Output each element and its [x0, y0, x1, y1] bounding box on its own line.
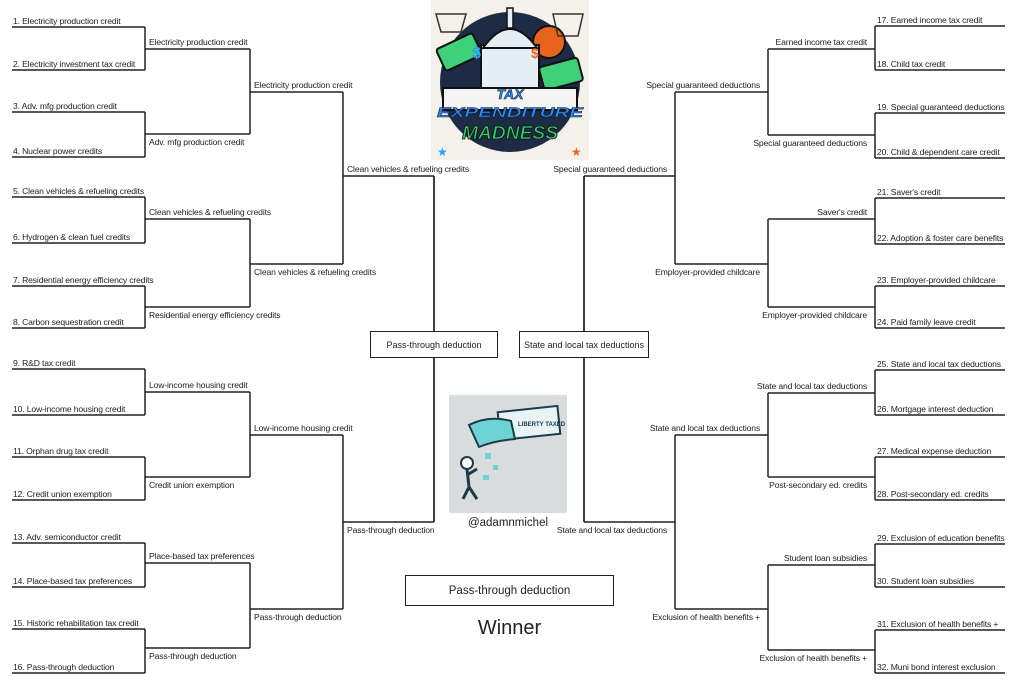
left-round1-entry: 16. Pass-through deduction	[13, 662, 115, 672]
left-round1-entry: 7. Residential energy efficiency credits	[13, 275, 154, 285]
left-round1-entry: 1. Electricity production credit	[13, 16, 121, 26]
winner-label: Winner	[477, 617, 542, 639]
author-handle: @adamnmichel	[467, 517, 549, 529]
left-round4-entry: Clean vehicles & refueling credits	[347, 164, 469, 174]
svg-text:TAX: TAX	[497, 86, 526, 102]
right-round3-entry: Exclusion of health benefits +	[652, 612, 760, 622]
right-round1-entry: 19. Special guaranteed deductions	[877, 102, 1005, 112]
svg-text:EXPENDITURE: EXPENDITURE	[437, 104, 584, 120]
right-round2-entry: Saver's credit	[817, 207, 867, 217]
right-round1-entry: 32. Muni bond interest exclusion	[877, 662, 996, 672]
right-round1-entry: 25. State and local tax deductions	[877, 359, 1001, 369]
left-round1-entry: 5. Clean vehicles & refueling credits	[13, 186, 145, 196]
svg-text:★: ★	[437, 145, 448, 159]
left-round1-entry: 2. Electricity investment tax credit	[13, 59, 136, 69]
right-round2-entry: Special guaranteed deductions	[753, 138, 867, 148]
left-round3-entry: Low-income housing credit	[254, 423, 353, 433]
right-finalist-box: State and local tax deductions	[519, 331, 649, 358]
right-round1-entry: 21. Saver's credit	[877, 187, 941, 197]
right-round1-entry: 24. Paid family leave credit	[877, 317, 976, 327]
svg-text:MADNESS: MADNESS	[462, 123, 558, 143]
left-round2-entry: Clean vehicles & refueling credits	[149, 207, 271, 217]
right-round4-entry: State and local tax deductions	[556, 525, 667, 535]
champion-box: Pass-through deduction	[405, 575, 614, 606]
left-round1-entry: 11. Orphan drug tax credit	[13, 446, 109, 456]
left-round2-entry: Pass-through deduction	[149, 651, 237, 661]
right-round1-entry: 17. Earned income tax credit	[877, 15, 983, 25]
left-round1-entry: 13. Adv. semiconductor credit	[13, 532, 121, 542]
right-round1-entry: 26. Mortgage interest deduction	[877, 404, 994, 414]
right-round1-entry: 31. Exclusion of health benefits +	[877, 619, 999, 629]
left-round2-entry: Electricity production credit	[149, 37, 248, 47]
left-round1-entry: 15. Historic rehabilitation tax credit	[13, 618, 139, 628]
left-round1-entry: 14. Place-based tax preferences	[13, 576, 133, 586]
left-round3-entry: Clean vehicles & refueling credits	[254, 267, 376, 277]
right-round2-entry: Exclusion of health benefits +	[759, 653, 867, 663]
right-round1-entry: 30. Student loan subsidies	[877, 576, 974, 586]
right-round1-entry: 20. Child & dependent care credit	[877, 147, 1000, 157]
left-round2-entry: Credit union exemption	[149, 480, 235, 490]
left-round1-entry: 3. Adv. mfg production credit	[13, 101, 117, 111]
left-round2-entry: Place-based tax preferences	[149, 551, 255, 561]
left-round4-entry: Pass-through deduction	[347, 525, 435, 535]
left-round1-entry: 4. Nuclear power credits	[13, 146, 103, 156]
left-round2-entry: Low-income housing credit	[149, 380, 248, 390]
svg-text:$: $	[472, 45, 481, 62]
left-round1-entry: 9. R&D tax credit	[13, 358, 76, 368]
tax-expenditure-madness-logo: $ $ TAX EXPENDITURE MADNESS ★ ★	[431, 0, 589, 160]
right-round1-entry: 23. Employer-provided childcare	[877, 275, 996, 285]
left-finalist-box: Pass-through deduction	[370, 331, 498, 358]
svg-text:★: ★	[571, 145, 582, 159]
left-round1-entry: 10. Low-income housing credit	[13, 404, 126, 414]
right-round2-entry: Earned income tax credit	[775, 37, 868, 47]
left-round2-entry: Adv. mfg production credit	[149, 137, 245, 147]
right-round1-entry: 28. Post-secondary ed. credits	[877, 489, 989, 499]
right-round3-entry: State and local tax deductions	[649, 423, 760, 433]
right-round3-entry: Special guaranteed deductions	[646, 80, 760, 90]
liberty-taxed-illustration: LIBERTY TAXED	[449, 395, 567, 513]
right-round1-entry: 29. Exclusion of education benefits	[877, 533, 1005, 543]
right-round2-entry: State and local tax deductions	[756, 381, 867, 391]
left-round3-entry: Pass-through deduction	[254, 612, 342, 622]
svg-text:$: $	[531, 45, 539, 61]
left-round2-entry: Residential energy efficiency credits	[149, 310, 281, 320]
right-round4-entry: Special guaranteed deductions	[553, 164, 667, 174]
right-round3-entry: Employer-provided childcare	[655, 267, 760, 277]
left-round1-entry: 12. Credit union exemption	[13, 489, 112, 499]
left-round1-entry: 8. Carbon sequestration credit	[13, 317, 124, 327]
right-round1-entry: 27. Medical expense deduction	[877, 446, 992, 456]
svg-text:LIBERTY TAXED: LIBERTY TAXED	[518, 422, 566, 428]
right-round1-entry: 22. Adoption & foster care benefits	[877, 233, 1004, 243]
right-round2-entry: Employer-provided childcare	[762, 310, 867, 320]
right-round1-entry: 18. Child tax credit	[877, 59, 946, 69]
left-round1-entry: 6. Hydrogen & clean fuel credits	[13, 232, 131, 242]
right-round2-entry: Student loan subsidies	[783, 553, 867, 563]
right-round2-entry: Post-secondary ed. credits	[769, 480, 867, 490]
left-round3-entry: Electricity production credit	[254, 80, 353, 90]
